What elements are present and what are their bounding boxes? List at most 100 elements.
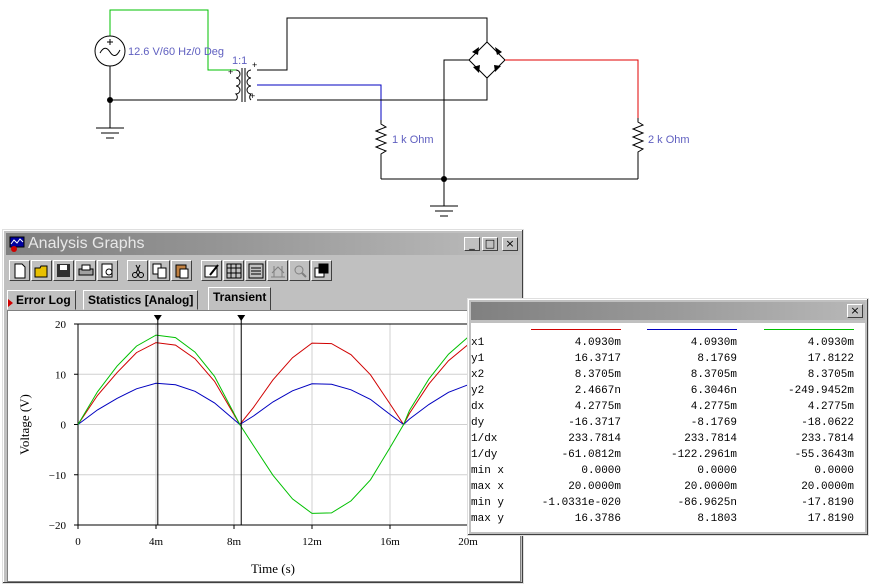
series-line-2: [77, 382, 469, 426]
y-axis-label: Voltage (V): [17, 394, 32, 455]
tab-transient[interactable]: Transient: [208, 287, 272, 311]
cursor-marker-icon: [153, 315, 162, 321]
tab-statistics-label: Statistics [Analog]: [88, 293, 194, 307]
readout-value: 0.0000: [581, 465, 621, 477]
readout-value: -8.1769: [690, 417, 737, 429]
readout-value: 8.3705m: [690, 369, 737, 381]
readout-row: min y-1.0331e-020-86.9625n-17.8190: [471, 497, 867, 513]
cut-button[interactable]: [127, 260, 148, 281]
readout-value: 4.0930m: [690, 337, 737, 349]
x-tick-label: 12m: [302, 536, 322, 548]
grid-button[interactable]: [223, 260, 244, 281]
primary-wire[interactable]: [109, 9, 236, 71]
print-icon: [78, 264, 94, 276]
readout-value: 8.1769: [697, 353, 737, 365]
cursor-marker-icon: [237, 315, 246, 321]
analysis-titlebar[interactable]: Analysis Graphs _ □ ×: [6, 233, 520, 255]
save-icon: [57, 264, 70, 277]
cursors-button[interactable]: [267, 260, 288, 281]
y-tick-label: 20: [55, 319, 67, 331]
properties-icon: [204, 264, 219, 278]
tab-error-log-label: Error Log: [16, 293, 71, 307]
print-preview-icon: [101, 263, 113, 278]
restore-icon: [314, 263, 329, 278]
bridge-rectifier[interactable]: [468, 41, 506, 79]
tab-statistics-analog[interactable]: Statistics [Analog]: [83, 290, 199, 310]
series-color-swatch: [647, 329, 737, 330]
readout-value: 233.7814: [801, 433, 854, 445]
readout-value: 4.0930m: [574, 337, 621, 349]
readout-value: -61.0812m: [561, 449, 621, 461]
cursors-icon: [271, 266, 285, 278]
readout-label: min x: [471, 465, 505, 477]
readout-label: dy: [471, 417, 485, 429]
close-icon: ×: [850, 304, 860, 317]
print-preview-button[interactable]: [97, 260, 118, 281]
legend-button[interactable]: [245, 260, 266, 281]
readout-label: 1/dx: [471, 433, 498, 445]
readout-row: 1/dy-61.0812m-122.2961m-55.3643m: [471, 449, 867, 465]
readout-label: x2: [471, 369, 485, 381]
plus-mark-secondary-bottom: +: [250, 91, 255, 101]
save-button[interactable]: [53, 260, 74, 281]
readout-value: 4.0930m: [807, 337, 854, 349]
zoom-button[interactable]: [289, 260, 310, 281]
open-button[interactable]: [31, 260, 52, 281]
tab-error-log[interactable]: Error Log: [7, 290, 76, 310]
minimize-button[interactable]: _: [464, 237, 480, 251]
y-tick-label: 0: [61, 420, 67, 432]
resistor-1k[interactable]: [374, 120, 388, 179]
readout-value: 8.1803: [697, 513, 737, 525]
properties-button[interactable]: [201, 260, 222, 281]
ground-symbol-right: [430, 205, 458, 217]
readout-value: 16.3717: [574, 353, 621, 365]
ac-source[interactable]: [94, 35, 126, 67]
zoom-icon: [294, 265, 307, 278]
minimize-icon: _: [469, 237, 475, 250]
paste-button[interactable]: [171, 260, 192, 281]
copy-icon: [152, 263, 167, 279]
readout-value: 8.3705m: [574, 369, 621, 381]
grid-icon: [226, 263, 242, 279]
secondary-blue-wire[interactable]: [257, 84, 382, 120]
series-line-3: [77, 334, 469, 514]
analysis-app-icon: [9, 236, 25, 252]
x-tick-label: 16m: [380, 536, 400, 548]
restore-button[interactable]: [311, 260, 332, 281]
readout-value: -55.3643m: [794, 449, 854, 461]
readout-value: 17.8190: [807, 513, 854, 525]
readout-value: -122.2961m: [670, 449, 737, 461]
readout-label: max x: [471, 481, 505, 493]
print-button[interactable]: [75, 260, 96, 281]
cut-icon: [132, 264, 144, 278]
transformer[interactable]: [234, 68, 253, 102]
x-tick-label: 0: [75, 536, 81, 548]
maximize-icon: □: [484, 237, 496, 250]
cursor-close-button[interactable]: ×: [847, 304, 863, 318]
x-tick-label: 8m: [227, 536, 242, 548]
readout-value: 20.0000m: [684, 481, 737, 493]
readout-label: max y: [471, 513, 505, 525]
maximize-button[interactable]: □: [482, 237, 498, 251]
secondary-bottom-wire: [257, 78, 488, 101]
cursor-titlebar[interactable]: ×: [471, 302, 865, 320]
analysis-graphs-window[interactable]: Analysis Graphs _ □ ×: [2, 229, 524, 584]
ground-symbol-left: [96, 127, 124, 139]
close-button[interactable]: ×: [502, 237, 518, 251]
readout-label: dx: [471, 401, 485, 413]
output-wire[interactable]: [505, 59, 639, 118]
new-button[interactable]: [9, 260, 30, 281]
y-tick-label: −20: [49, 520, 67, 532]
resistor-2k[interactable]: [631, 118, 645, 179]
new-icon: [14, 263, 26, 279]
transformer-label: 1:1: [232, 55, 247, 67]
copy-button[interactable]: [149, 260, 170, 281]
